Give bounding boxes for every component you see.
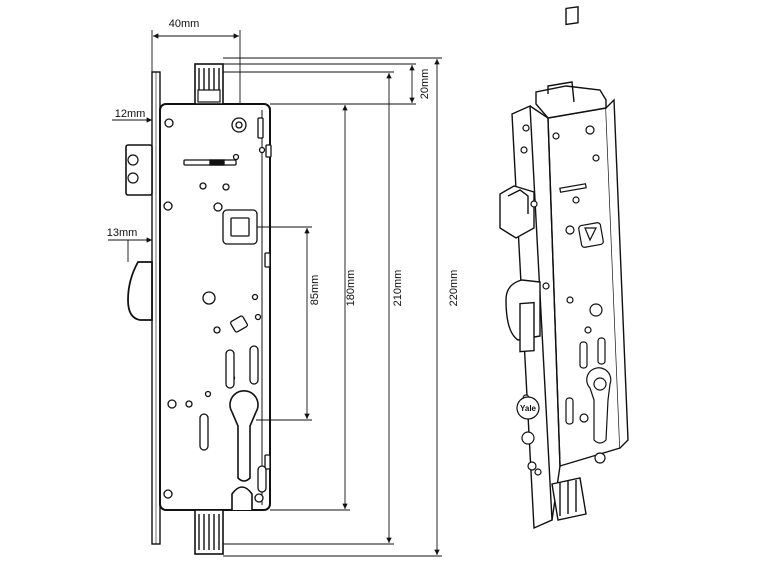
bottom-shootbolt <box>194 509 224 555</box>
iso-top-block <box>535 85 607 119</box>
dim-length-a: 210mm <box>392 270 404 307</box>
brand-logo-text: Yale <box>520 404 537 413</box>
iso-hook-bolt <box>499 185 535 239</box>
dim-width-top: 40mm <box>169 18 200 30</box>
dim-length-b: 220mm <box>448 270 460 307</box>
dim-hook-offset: 12mm <box>115 108 146 120</box>
top-shootbolt <box>194 63 224 105</box>
isometric-view <box>499 5 629 530</box>
front-view <box>125 63 272 555</box>
iso-bottom-shootbolt <box>551 477 587 521</box>
latch-bolt <box>127 261 153 321</box>
brand-logo <box>516 396 540 420</box>
dim-backset-top: 20mm <box>419 69 431 100</box>
dimension-lines <box>108 30 442 557</box>
dim-case-height: 180mm <box>345 270 357 307</box>
case-features <box>163 117 272 510</box>
dim-centre-spacing: 85mm <box>309 275 321 306</box>
dim-latch-offset: 13mm <box>107 227 138 239</box>
hook-bolt <box>125 144 153 196</box>
